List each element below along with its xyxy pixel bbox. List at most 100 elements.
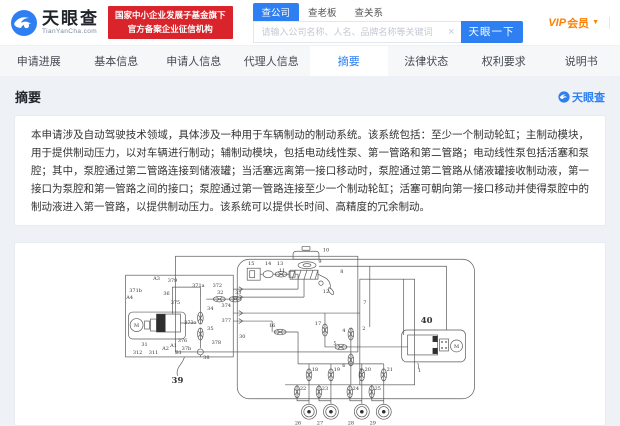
- nav-tab-abstract[interactable]: 摘要: [310, 46, 388, 76]
- search-area: 查公司 查老板 查关系 × 天眼一下: [253, 3, 523, 43]
- search-tabs: 查公司 查老板 查关系: [253, 3, 523, 21]
- badge-line2: 官方备案企业征信机构: [115, 23, 226, 37]
- svg-text:2: 2: [362, 326, 365, 332]
- svg-text:25: 25: [375, 386, 381, 392]
- svg-text:8: 8: [340, 269, 343, 275]
- svg-text:21: 21: [387, 367, 393, 373]
- svg-text:312: 312: [133, 350, 142, 356]
- tab-search-company[interactable]: 查公司: [253, 3, 300, 21]
- svg-text:13: 13: [277, 261, 283, 267]
- nav-tab-applicant-info[interactable]: 申请人信息: [155, 46, 233, 76]
- nav-tab-agent-info[interactable]: 代理人信息: [233, 46, 311, 76]
- svg-text:372: 372: [213, 283, 222, 289]
- svg-text:374: 374: [222, 303, 231, 309]
- nav-tab-basic-info[interactable]: 基本信息: [78, 46, 156, 76]
- watermark-text: 天眼查: [572, 89, 605, 105]
- svg-text:3: 3: [359, 368, 362, 374]
- svg-text:A1: A1: [169, 343, 177, 349]
- svg-text:377: 377: [222, 318, 231, 324]
- svg-text:17: 17: [315, 321, 321, 327]
- svg-text:34: 34: [207, 306, 213, 312]
- svg-text:30: 30: [239, 334, 245, 340]
- svg-text:A2: A2: [161, 346, 169, 352]
- wheel-1: [302, 404, 317, 419]
- svg-text:4: 4: [342, 328, 345, 334]
- reservoir: [293, 251, 319, 259]
- svg-text:378: 378: [212, 340, 221, 346]
- wheel-3: [354, 404, 369, 419]
- svg-text:32: 32: [217, 290, 223, 296]
- official-badge: 国家中小企业发展子基金旗下 官方备案企业征信机构: [108, 6, 233, 39]
- wheel-2: [323, 404, 338, 419]
- svg-text:11: 11: [279, 268, 285, 274]
- logo-subtext: TianYanCha.com: [42, 29, 99, 36]
- svg-text:375: 375: [171, 300, 180, 306]
- svg-text:20: 20: [365, 367, 371, 373]
- abstract-text: 本申请涉及自动驾驶技术领域，具体涉及一种用于车辆制动的制动系统。该系统包括：至少…: [31, 129, 589, 213]
- watermark-logo: 天眼查: [558, 89, 605, 105]
- svg-text:35: 35: [207, 326, 213, 332]
- eye-logo-small-icon: [558, 91, 570, 103]
- nav-tab-legal-status[interactable]: 法律状态: [388, 46, 466, 76]
- eye-logo-icon: [10, 9, 38, 37]
- clear-icon[interactable]: ×: [448, 25, 454, 39]
- svg-text:28: 28: [348, 421, 354, 426]
- abstract-section: 摘要 天眼查 本申请涉及自动驾驶技术领域，具体涉及一种用于车辆制动的制动系统。该…: [0, 76, 620, 426]
- svg-text:24: 24: [353, 386, 359, 392]
- tab-search-boss[interactable]: 查老板: [299, 3, 346, 21]
- svg-text:6: 6: [342, 363, 345, 369]
- svg-text:379: 379: [168, 278, 177, 284]
- svg-text:33: 33: [235, 290, 241, 296]
- svg-text:A4: A4: [125, 295, 133, 301]
- svg-text:311: 311: [149, 350, 158, 356]
- nav-tab-claims[interactable]: 权利要求: [465, 46, 543, 76]
- badge-line1: 国家中小企业发展子基金旗下: [115, 9, 226, 23]
- wheel-4: [376, 404, 391, 419]
- svg-text:26: 26: [295, 421, 301, 426]
- label-39-leader: [177, 357, 184, 376]
- svg-text:29: 29: [370, 421, 376, 426]
- svg-text:1: 1: [418, 368, 421, 374]
- search-button[interactable]: 天眼一下: [461, 21, 523, 43]
- svg-text:371a: 371a: [192, 283, 204, 289]
- svg-text:A3: A3: [152, 276, 160, 282]
- patent-section-tabs: 申请进展 基本信息 申请人信息 代理人信息 摘要 法律状态 权利要求 说明书: [0, 45, 620, 76]
- svg-text:31: 31: [141, 342, 147, 348]
- svg-text:371b: 371b: [129, 288, 142, 294]
- abstract-text-box: 本申请涉及自动驾驶技术领域，具体涉及一种用于车辆制动的制动系统。该系统包括：至少…: [14, 115, 606, 226]
- svg-text:23: 23: [322, 386, 328, 392]
- nav-tab-description[interactable]: 说明书: [543, 46, 620, 76]
- chevron-down-icon: ▼: [592, 19, 599, 26]
- svg-text:10: 10: [323, 247, 329, 253]
- svg-text:38: 38: [203, 355, 209, 361]
- svg-text:16: 16: [269, 323, 275, 329]
- svg-text:18: 18: [312, 367, 318, 373]
- page-title: 摘要: [15, 87, 41, 106]
- tab-search-relation[interactable]: 查关系: [346, 3, 393, 21]
- svg-text:M: M: [454, 344, 459, 350]
- vip-cn: 会员: [567, 15, 589, 31]
- tianyancha-logo[interactable]: 天眼查 TianYanCha.com: [10, 9, 99, 37]
- svg-text:27: 27: [317, 421, 323, 426]
- patent-diagram-svg: A3379371bA436375371a372323334374373a3537…: [15, 242, 605, 426]
- svg-text:40: 40: [421, 315, 433, 325]
- svg-text:14: 14: [265, 261, 271, 267]
- svg-text:9: 9: [318, 259, 321, 265]
- svg-text:B1: B1: [175, 350, 182, 356]
- svg-text:373a: 373a: [184, 320, 196, 326]
- svg-text:12: 12: [323, 289, 329, 295]
- svg-text:39: 39: [172, 375, 184, 385]
- svg-text:15: 15: [248, 261, 254, 267]
- svg-text:36: 36: [163, 291, 169, 297]
- svg-text:376: 376: [178, 338, 187, 344]
- search-input[interactable]: [253, 21, 461, 43]
- svg-text:19: 19: [334, 367, 340, 373]
- svg-text:7: 7: [363, 300, 366, 306]
- nav-tab-progress[interactable]: 申请进展: [0, 46, 78, 76]
- svg-text:M: M: [134, 323, 139, 329]
- header: 天眼查 TianYanCha.com 国家中小企业发展子基金旗下 官方备案企业征…: [0, 0, 620, 45]
- header-divider: [609, 17, 610, 29]
- vip-en: VIP: [548, 17, 566, 29]
